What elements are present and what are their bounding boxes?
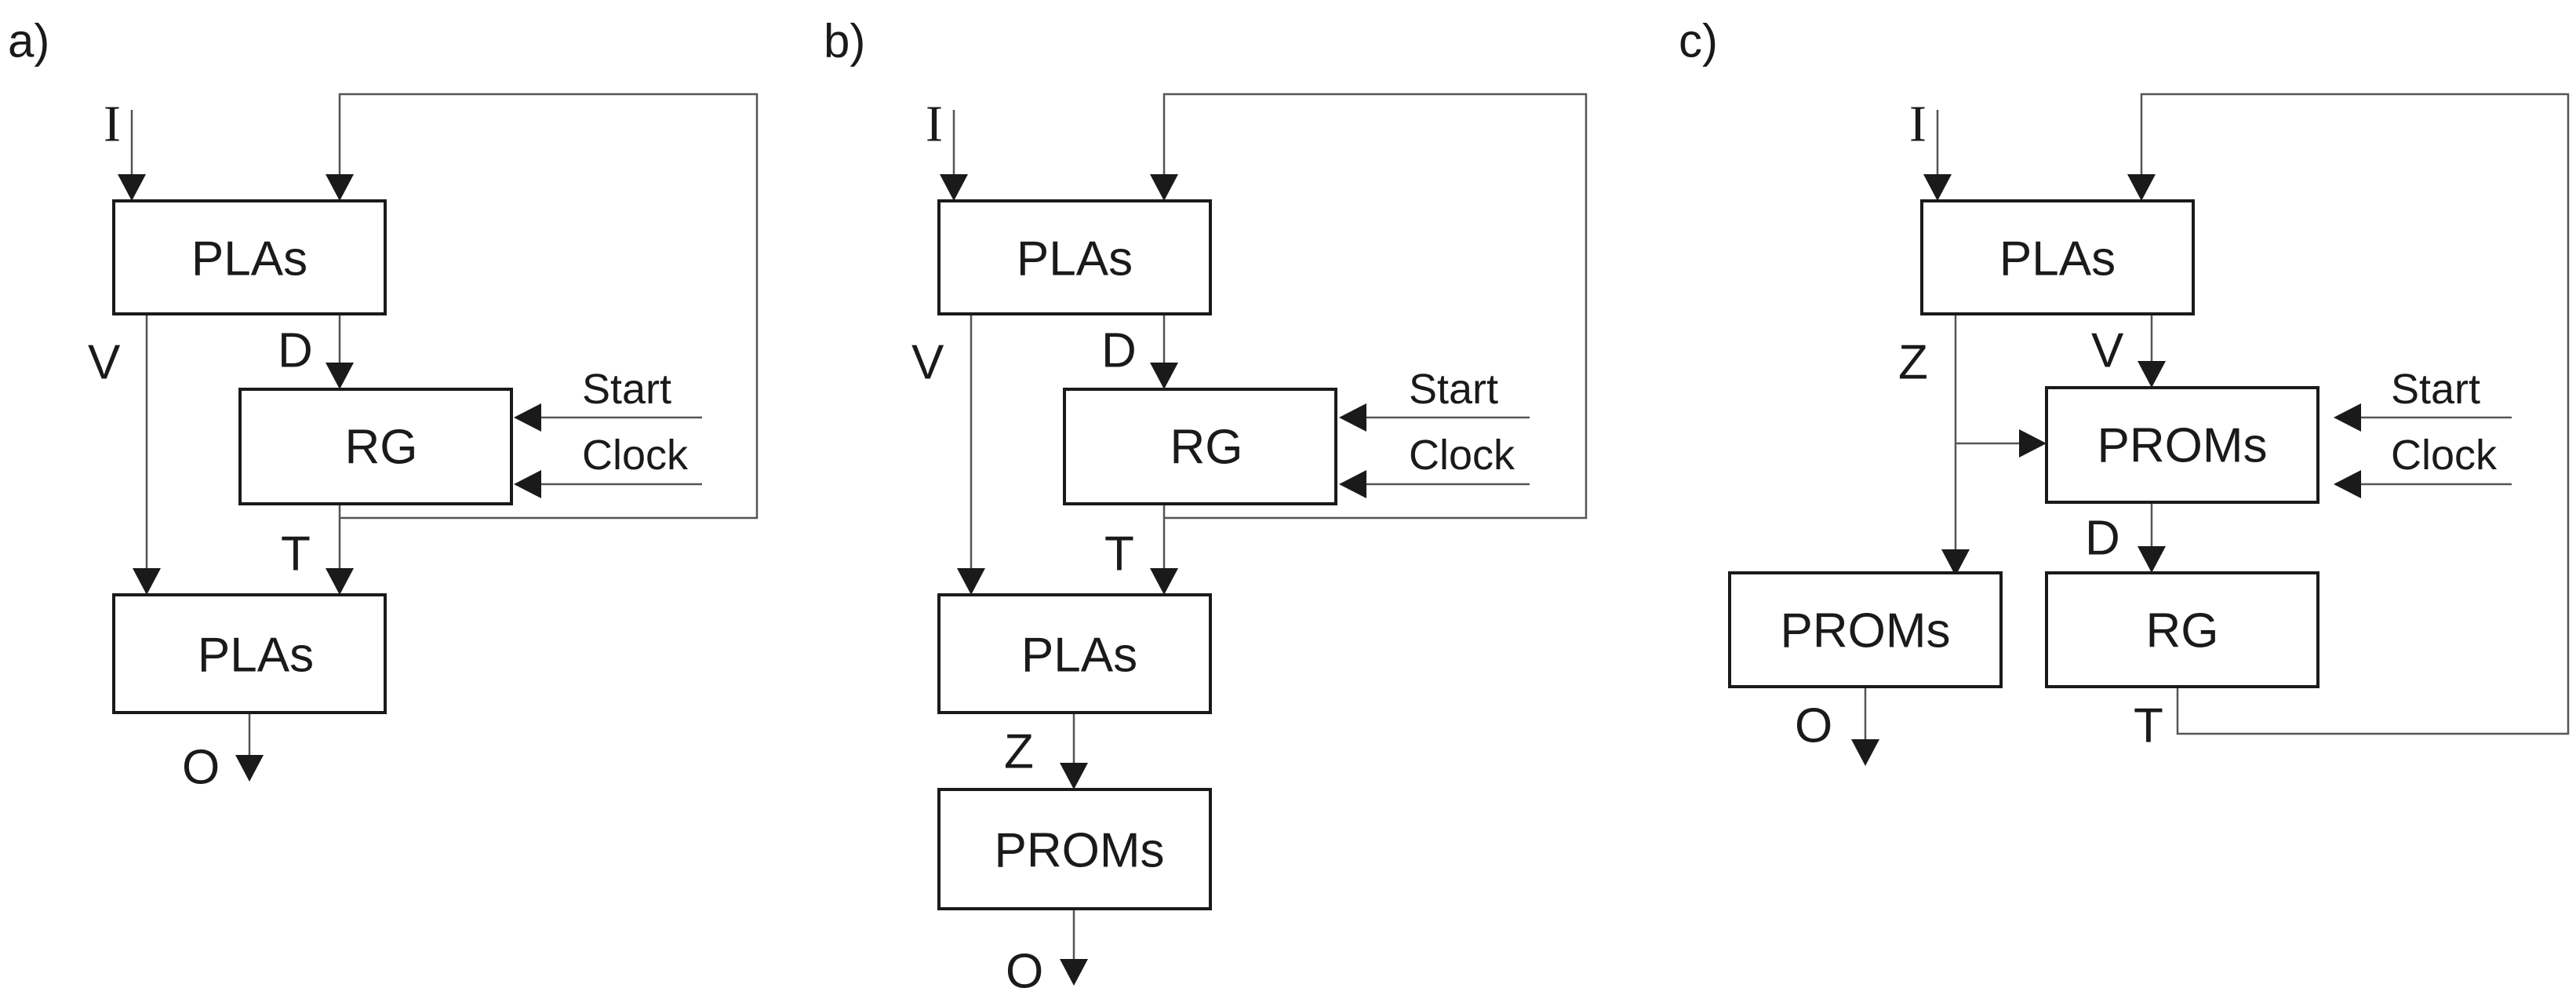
panel-b-label: b): [824, 15, 865, 67]
block-c-proms-left-label: PROMs: [1781, 604, 1951, 658]
arrow-c-output: [1851, 739, 1879, 766]
block-c-rg-label: RG: [2146, 604, 2219, 658]
block-b-proms-label: PROMs: [995, 824, 1165, 878]
control-c-start: Start: [2391, 366, 2480, 413]
arrow-b-v: [957, 568, 985, 595]
block-a-plas-top: [112, 199, 387, 315]
panel-c-label: c): [1679, 15, 1718, 67]
wire-b-feedback: [1162, 93, 1588, 520]
block-b-plas-top-label: PLAs: [1017, 232, 1133, 286]
signal-c-z: Z: [1898, 336, 1928, 390]
arrow-b-z: [1060, 763, 1088, 789]
signal-b-i: I: [926, 96, 943, 153]
arrow-c-input: [1923, 174, 1952, 201]
block-b-rg-label: RG: [1170, 421, 1243, 475]
wire-a-feedback: [338, 93, 759, 520]
signal-c-o: O: [1795, 699, 1832, 753]
panel-a: a) PLAs RG PLAs I V D T O Start Clock: [8, 15, 759, 795]
signal-c-t: T: [2134, 699, 2163, 753]
arrow-a-v: [133, 568, 161, 595]
signal-a-o: O: [182, 741, 220, 795]
signal-b-d: D: [1101, 324, 1137, 378]
signal-c-v: V: [2091, 324, 2124, 378]
arrow-c-start: [2334, 403, 2361, 432]
block-c-proms-left: [1728, 571, 2003, 688]
arrow-b-output: [1060, 959, 1088, 986]
arrow-a-input: [118, 174, 146, 201]
block-a-rg: [238, 388, 513, 505]
control-b-clock: Clock: [1409, 432, 1515, 479]
control-b-start: Start: [1409, 366, 1498, 413]
block-a-rg-label: RG: [345, 421, 418, 475]
arrow-a-clock: [514, 470, 541, 498]
control-a-clock: Clock: [582, 432, 689, 479]
arrow-c-z: [1941, 549, 1970, 576]
block-c-rg: [2045, 571, 2319, 688]
block-b-plas-bottom-label: PLAs: [1021, 629, 1137, 683]
panel-a-label: a): [8, 15, 49, 67]
signal-a-v: V: [88, 336, 121, 390]
arrow-a-start: [514, 403, 541, 432]
block-c-proms-mid-label: PROMs: [2098, 419, 2268, 473]
signal-b-t: T: [1104, 527, 1134, 582]
signal-b-z: Z: [1004, 725, 1034, 779]
block-c-plas-label: PLAs: [1999, 232, 2116, 286]
arrow-b-t: [1150, 568, 1178, 595]
arrow-a-d: [326, 363, 354, 389]
arrow-c-clock: [2334, 470, 2361, 498]
arrow-b-d: [1150, 363, 1178, 389]
block-a-plas-top-label: PLAs: [191, 232, 307, 286]
signal-b-v: V: [911, 336, 944, 390]
panel-b: b) PLAs RG PLAs PROMs I V D T Z O Start: [824, 15, 1588, 999]
arrow-c-v: [2138, 361, 2166, 388]
block-b-rg: [1063, 388, 1337, 505]
wire-c-feedback: [2140, 93, 2570, 735]
arrow-a-output: [235, 755, 264, 782]
block-c-proms-mid: [2045, 386, 2319, 504]
block-b-plas-bottom: [937, 593, 1212, 714]
arrow-a-t: [326, 568, 354, 595]
signal-b-o: O: [1006, 945, 1043, 999]
arrow-c-z-branch: [2019, 429, 2047, 458]
block-b-plas-top: [937, 199, 1212, 315]
arrow-b-input: [940, 174, 968, 201]
arrow-c-d: [2138, 546, 2166, 573]
arrow-b-start: [1339, 403, 1366, 432]
block-b-proms: [937, 788, 1212, 910]
arrow-c-feedback: [2127, 174, 2156, 201]
panel-c: c) PLAs PROMs PROMs RG I Z V D T O Start: [1679, 15, 2570, 766]
arrow-a-feedback: [326, 174, 354, 201]
signal-c-i: I: [1909, 96, 1927, 153]
arrow-b-clock: [1339, 470, 1366, 498]
control-c-clock: Clock: [2391, 432, 2498, 479]
signal-a-i: I: [104, 96, 121, 153]
control-a-start: Start: [582, 366, 671, 413]
signal-a-t: T: [281, 527, 311, 582]
block-a-plas-bottom: [112, 593, 387, 714]
signal-c-d: D: [2085, 512, 2120, 566]
block-c-plas: [1920, 199, 2195, 315]
block-a-plas-bottom-label: PLAs: [198, 629, 314, 683]
signal-a-d: D: [278, 324, 313, 378]
arrow-b-feedback: [1150, 174, 1178, 201]
